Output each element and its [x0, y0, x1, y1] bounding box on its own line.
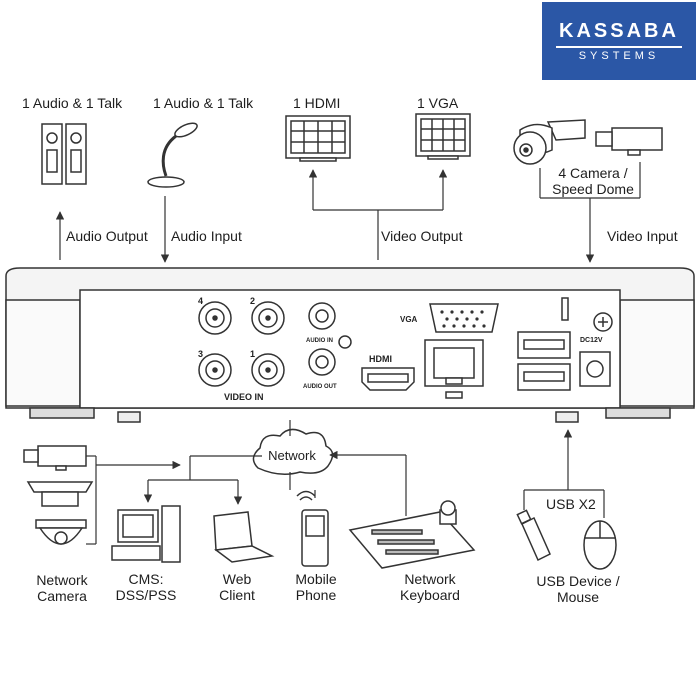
mobile-phone-icon	[296, 490, 329, 567]
network-label: Network	[268, 448, 316, 463]
usb-device-label-1: USB Device /	[536, 573, 620, 589]
web-client-label-2: Client	[219, 587, 255, 603]
network-keyboard-label-1: Network	[404, 571, 456, 587]
audio-input-label: Audio Input	[171, 228, 242, 244]
speed-dome-icon	[35, 519, 87, 545]
camera-label-line1: 4 Camera /	[558, 165, 628, 181]
bnc-number-1: 1	[250, 349, 255, 359]
desktop-pc-icon	[111, 505, 181, 563]
laptop-icon	[213, 511, 275, 563]
network-camera-label-2: Camera	[37, 588, 87, 604]
monitor-icon	[285, 115, 351, 162]
vga-label: VGA	[400, 315, 418, 324]
network-keyboard-label-2: Keyboard	[400, 587, 460, 603]
vga-port	[429, 303, 499, 333]
mobile-phone-label-2: Phone	[295, 587, 337, 603]
speaker-icon	[41, 123, 87, 185]
keyboard-joystick-icon	[348, 500, 476, 569]
microphone-label: 1 Audio & 1 Talk	[153, 95, 254, 111]
audio-in-label: AUDIO IN	[306, 338, 333, 344]
monitor-icon	[415, 113, 471, 160]
speaker-label: 1 Audio & 1 Talk	[22, 95, 123, 111]
logo-rule	[556, 46, 682, 48]
speed-dome-icon	[513, 119, 586, 165]
mobile-phone-label-1: Mobile	[295, 571, 337, 587]
usb-ports	[517, 297, 571, 391]
audio-output-label: Audio Output	[66, 228, 148, 244]
camera-icon	[26, 481, 94, 507]
ethernet-port	[424, 339, 484, 399]
logo-line2: SYSTEMS	[578, 50, 660, 62]
hdmi-label: HDMI	[369, 354, 392, 364]
vga-label-top: 1 VGA	[417, 95, 459, 111]
web-client-label-1: Web	[222, 571, 252, 587]
hdmi-label-top: 1 HDMI	[293, 95, 341, 111]
cms-label-1: CMS:	[128, 571, 164, 587]
camera-label-line2: Speed Dome	[552, 181, 634, 197]
dc-label: DC12V	[580, 337, 603, 344]
power-jack	[579, 312, 613, 387]
bnc-number-4: 4	[198, 296, 203, 306]
usb-stick-icon	[516, 509, 551, 562]
mouse-icon	[583, 520, 617, 570]
cloud-icon	[252, 428, 334, 475]
logo-line1: KASSABA	[559, 20, 679, 42]
bnc-number-3: 3	[198, 349, 203, 359]
camera-icon	[23, 445, 87, 471]
audio-out-label: AUDIO OUT	[303, 384, 337, 390]
hdmi-port	[361, 367, 415, 391]
video-in-label: VIDEO IN	[224, 392, 264, 402]
camera-icon	[595, 127, 663, 156]
usb-x2-label: USB X2	[546, 496, 596, 512]
bnc-video-inputs	[198, 301, 285, 387]
network-camera-label-1: Network	[36, 572, 88, 588]
video-output-label: Video Output	[381, 228, 463, 244]
rca-audio-jacks	[308, 302, 352, 376]
bnc-number-2: 2	[250, 296, 255, 306]
usb-device-label-2: Mouse	[556, 589, 600, 605]
video-input-label: Video Input	[607, 228, 678, 244]
microphone-icon	[147, 122, 198, 188]
kassaba-logo: KASSABA SYSTEMS	[542, 2, 696, 80]
cms-label-2: DSS/PSS	[115, 587, 177, 603]
